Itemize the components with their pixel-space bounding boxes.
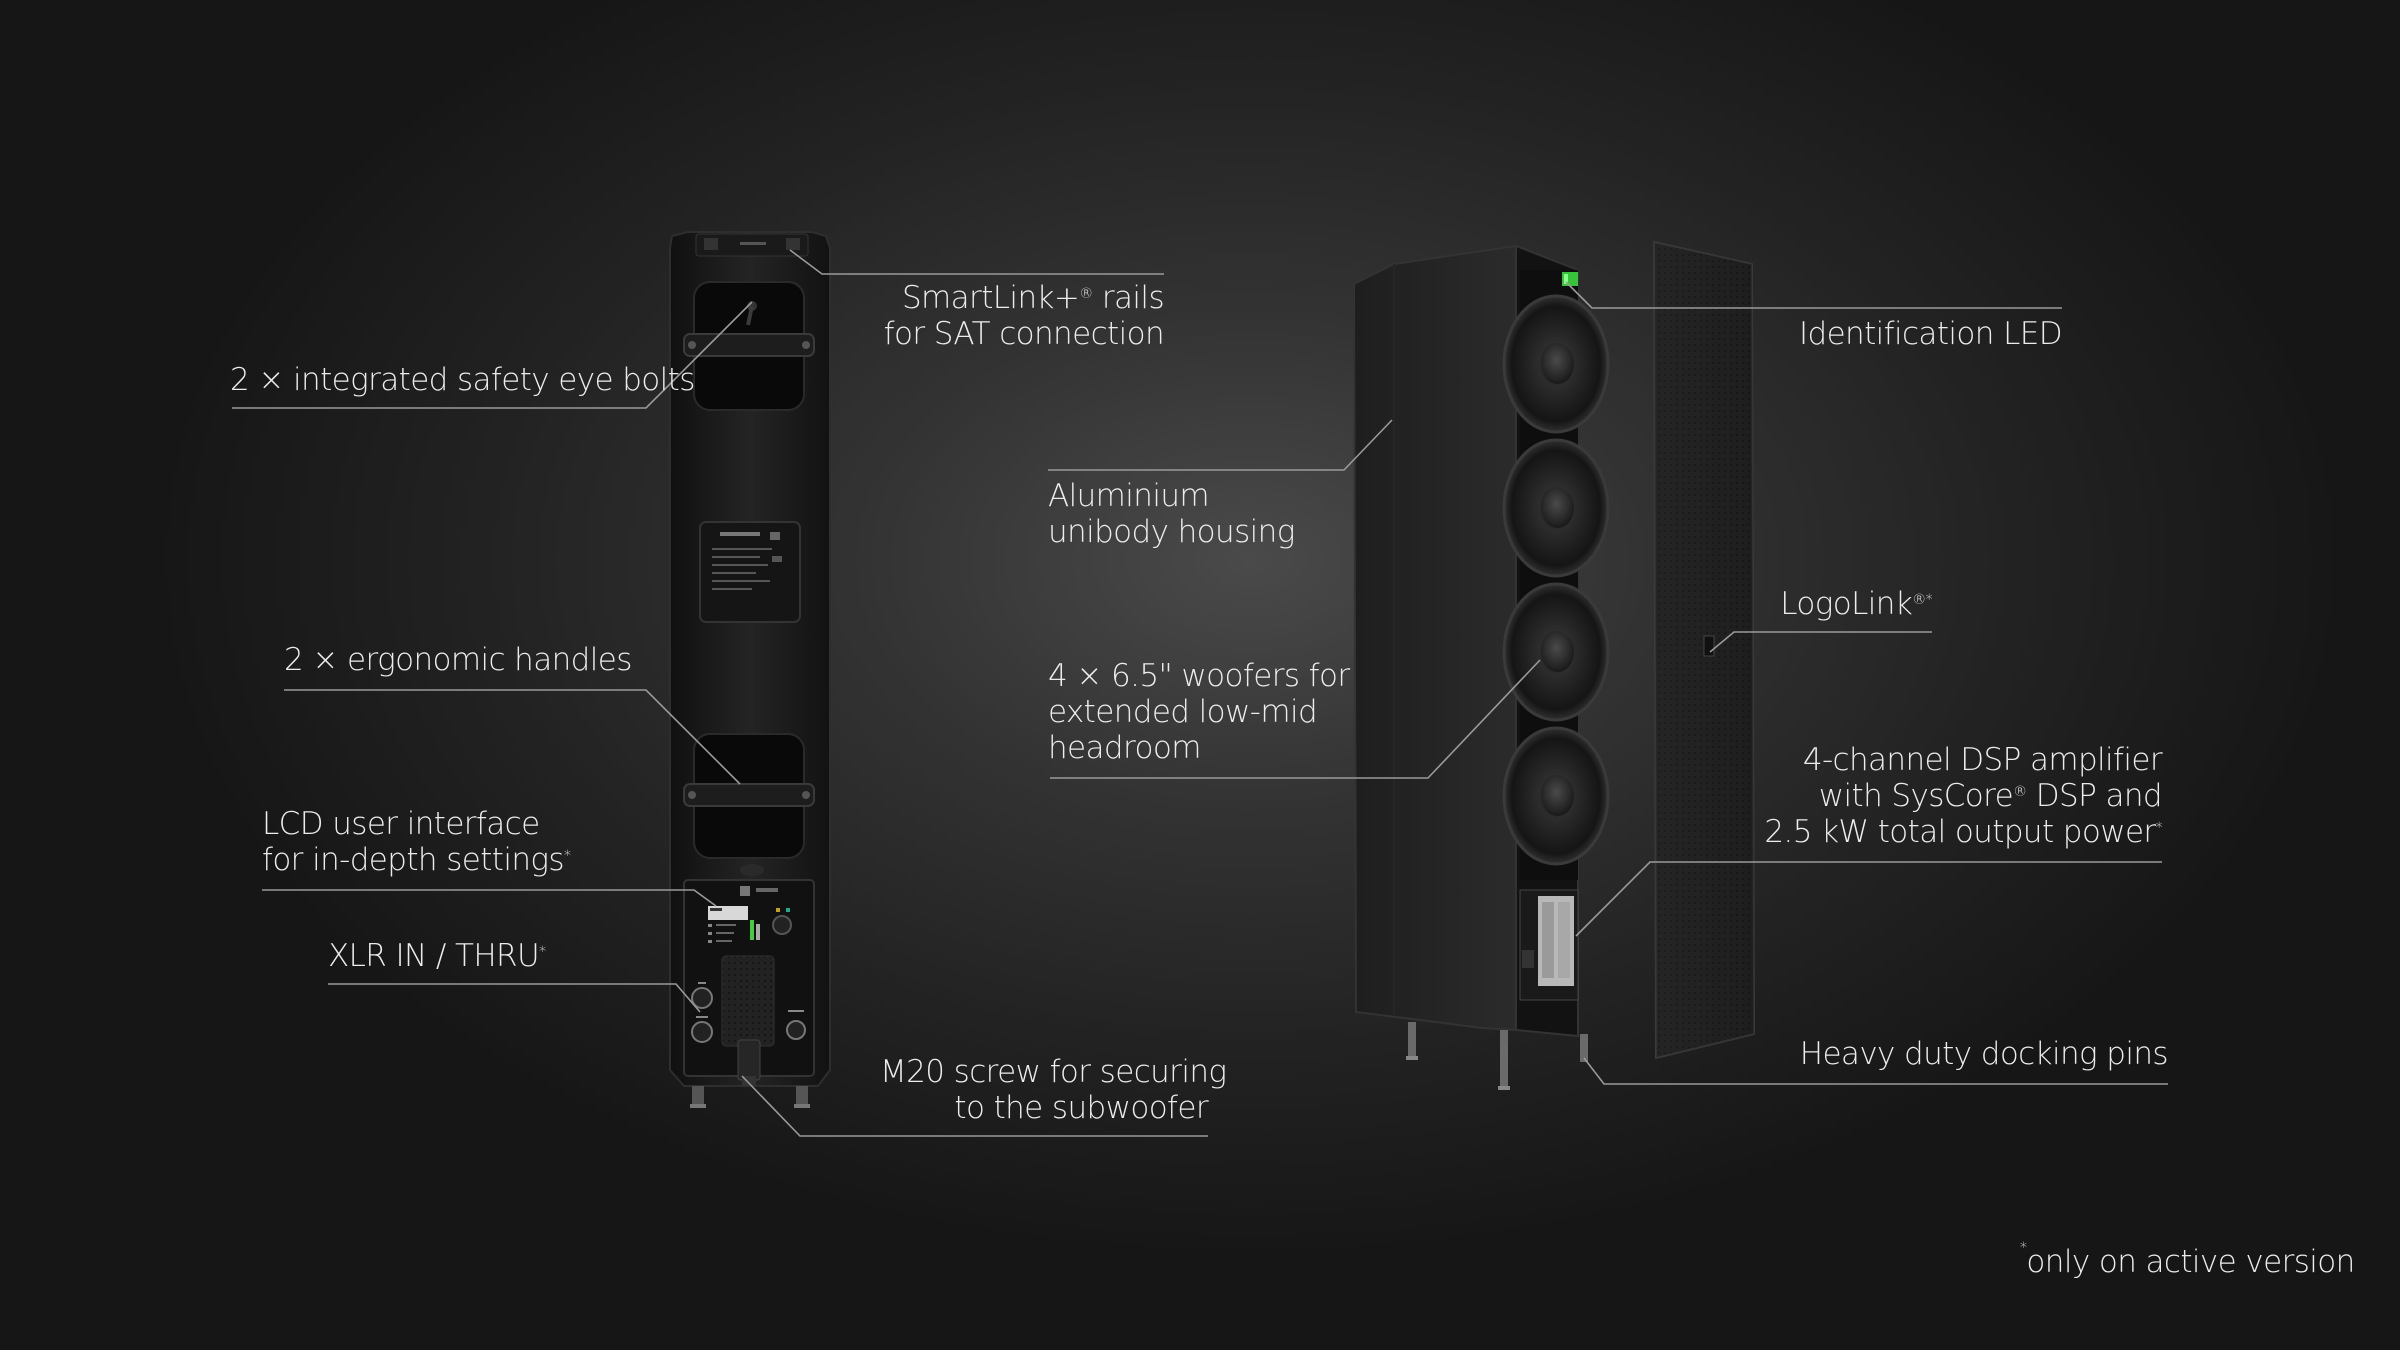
callout-led: Identification LED bbox=[1760, 316, 2063, 352]
dsp-power-label: 2.5 kW total output power bbox=[1764, 814, 2156, 850]
leader-xlr bbox=[328, 983, 701, 1013]
logolink-label: LogoLink bbox=[1780, 586, 1913, 622]
handles-label: 2 × ergonomic handles bbox=[284, 642, 632, 678]
pins-label: Heavy duty docking pins bbox=[1799, 1036, 2169, 1072]
leader-m20 bbox=[741, 1075, 1208, 1137]
callout-handles: 2 × ergonomic handles bbox=[284, 642, 632, 678]
housing-sub-label: unibody housing bbox=[1048, 514, 1295, 550]
m20-label: M20 screw for securing bbox=[880, 1054, 1227, 1090]
callout-m20: M20 screw for securing to the subwoofer bbox=[880, 1054, 1227, 1126]
leader-handles bbox=[284, 689, 741, 785]
eye-bolts-label: 2 × integrated safety eye bolts bbox=[230, 362, 695, 398]
leader-led bbox=[1565, 281, 2062, 309]
callout-lcd: LCD user interface for in-depth settings… bbox=[262, 806, 571, 878]
rear-view-speaker bbox=[669, 231, 831, 1108]
dsp-label: 4-channel DSP amplifier bbox=[1802, 742, 2163, 778]
lcd-sub-label: for in-depth settings bbox=[262, 842, 565, 878]
callout-housing: Aluminium unibody housing bbox=[1048, 478, 1295, 550]
lcd-asterisk: * bbox=[563, 848, 571, 864]
m20-sub-label: to the subwoofer bbox=[954, 1090, 1208, 1126]
footnote-label: only on active version bbox=[2026, 1244, 2355, 1280]
leader-housing bbox=[1048, 419, 1393, 471]
logolink-mark: ®* bbox=[1912, 592, 1932, 608]
leader-eye-bolts bbox=[232, 301, 753, 409]
woofers-sub-label-2: headroom bbox=[1048, 730, 1201, 766]
lcd-label: LCD user interface bbox=[262, 806, 540, 842]
footnote-asterisk: * bbox=[2020, 1240, 2027, 1256]
callout-xlr: XLR IN / THRU* bbox=[328, 938, 546, 974]
smartlink-sub-label: for SAT connection bbox=[883, 316, 1165, 352]
woofers-sub-label: extended low-mid bbox=[1048, 694, 1318, 730]
leader-pins bbox=[1583, 1057, 2168, 1085]
callout-woofers: 4 × 6.5" woofers for extended low-mid he… bbox=[1048, 658, 1350, 766]
footnote: *only on active version bbox=[2020, 1240, 2355, 1280]
callout-dsp: 4-channel DSP amplifier with SysCore® DS… bbox=[1700, 742, 2162, 850]
leader-dsp bbox=[1575, 861, 2162, 937]
dsp-and-label: DSP and bbox=[2026, 778, 2163, 814]
smartlink-rails-label: rails bbox=[1092, 280, 1165, 316]
leader-lines bbox=[232, 249, 2168, 1137]
dsp-asterisk: * bbox=[2155, 820, 2163, 836]
leader-smartlink bbox=[789, 249, 1164, 275]
led-label: Identification LED bbox=[1798, 316, 2063, 352]
callout-smartlink: SmartLink+® rails for SAT connection bbox=[880, 280, 1165, 352]
callout-logolink: LogoLink®* bbox=[1720, 586, 1932, 622]
housing-label: Aluminium bbox=[1048, 478, 1210, 514]
smartlink-label: SmartLink+ bbox=[901, 280, 1080, 316]
callout-eye-bolts: 2 × integrated safety eye bolts bbox=[230, 362, 695, 398]
leader-lcd bbox=[262, 889, 717, 907]
woofers-label: 4 × 6.5" woofers for bbox=[1048, 658, 1350, 694]
xlr-asterisk: * bbox=[539, 944, 546, 960]
front-view-speaker bbox=[1352, 240, 1756, 1090]
dsp-registered-mark: ® bbox=[2013, 784, 2027, 800]
xlr-label: XLR IN / THRU bbox=[328, 938, 540, 974]
dsp-syscore-label: with SysCore bbox=[1818, 778, 2014, 814]
smartlink-registered-mark: ® bbox=[1079, 286, 1093, 302]
leader-woofers bbox=[1050, 659, 1541, 779]
callout-pins: Heavy duty docking pins bbox=[1760, 1036, 2169, 1072]
leader-logolink bbox=[1709, 631, 1932, 653]
